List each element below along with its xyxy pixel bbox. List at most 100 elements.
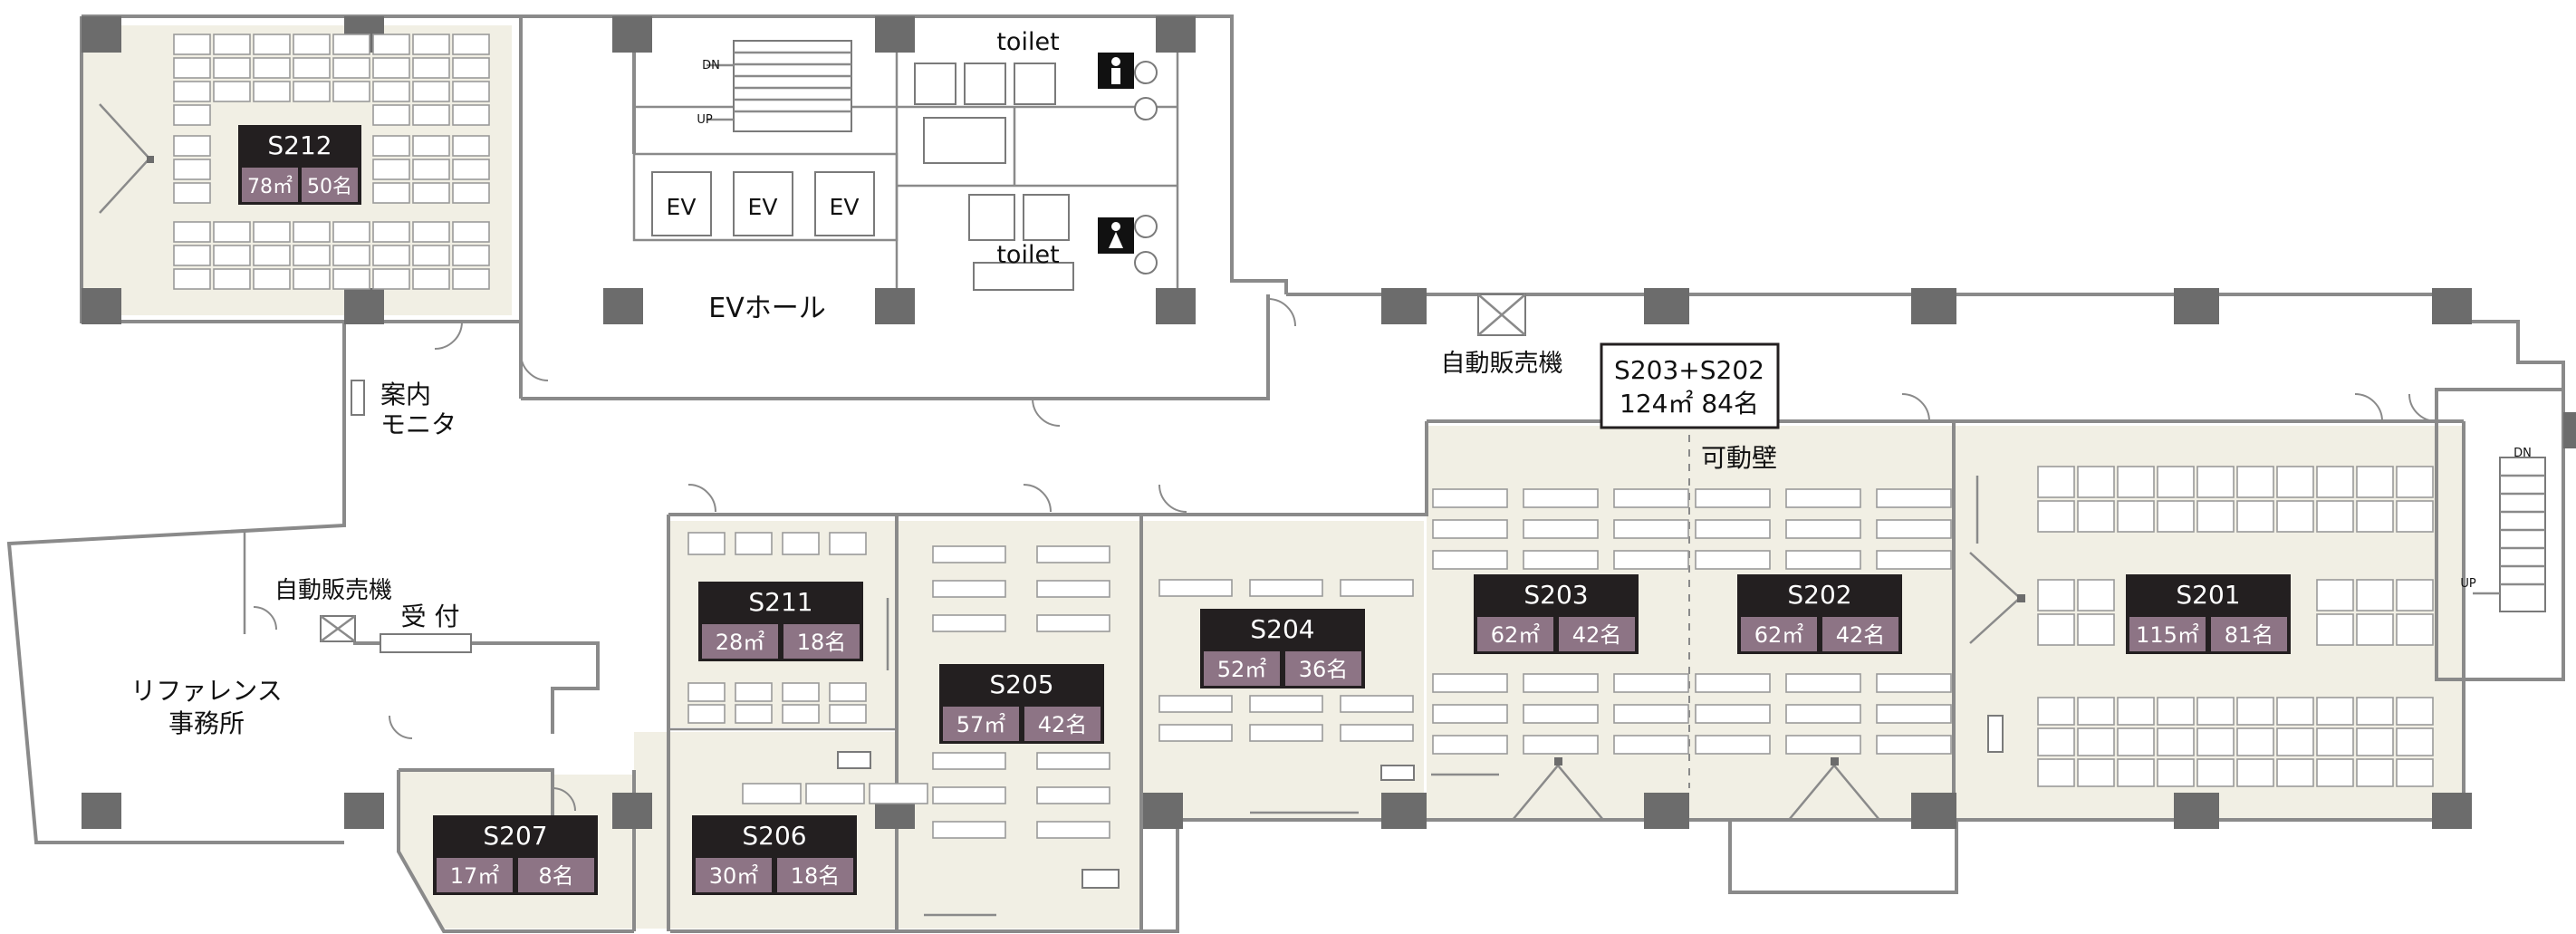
room-badge-s205[interactable]: S205 57㎡ 42名	[939, 664, 1104, 744]
desk	[253, 34, 291, 55]
room-badge-s207[interactable]: S207 17㎡ 8名	[433, 815, 598, 895]
desk	[2037, 466, 2075, 498]
desk	[213, 221, 251, 243]
desk	[1876, 735, 1952, 755]
column	[1156, 288, 1196, 324]
desk	[2117, 697, 2155, 726]
desk	[452, 159, 490, 180]
desk-layout	[173, 34, 2434, 839]
monitor-label-1: 案内	[380, 380, 431, 409]
projector-icon	[2017, 594, 2025, 602]
desk	[687, 704, 726, 724]
column	[612, 16, 652, 53]
desk	[1785, 550, 1861, 570]
combined-room-frame	[1600, 342, 1780, 429]
desk	[2276, 758, 2314, 787]
toilet-lower-label: toilet	[996, 241, 1059, 269]
pictogram-head	[1111, 222, 1120, 231]
desk	[1523, 550, 1599, 570]
room-badge-s212[interactable]: S212 78㎡ 50名	[238, 125, 361, 205]
desk	[2117, 500, 2155, 533]
room-capacity: 42名	[1038, 712, 1088, 737]
ev-label-1: EV	[667, 194, 697, 220]
room-badge-s206[interactable]: S206 30㎡ 18名	[692, 815, 857, 895]
desk	[2117, 727, 2155, 756]
desk	[452, 57, 490, 79]
desk	[1432, 488, 1508, 508]
projector-icon	[1831, 757, 1839, 765]
desk	[1249, 724, 1323, 742]
door-swing	[389, 715, 413, 739]
room-name: S211	[748, 587, 812, 617]
stall	[964, 63, 1006, 105]
desk	[2037, 758, 2075, 787]
room-name: S202	[1787, 580, 1851, 610]
vending-mark	[320, 614, 356, 643]
desk	[253, 57, 291, 79]
columns	[82, 16, 2576, 829]
desk	[293, 81, 331, 102]
stair-block	[733, 40, 852, 132]
badge-area-cell	[242, 168, 298, 202]
toilet-upper-label: toilet	[996, 28, 1059, 56]
wall-core-top	[521, 14, 1288, 294]
combined-room-box: S203+S202 124㎡ 84名	[1600, 342, 1780, 429]
badge-capacity-cell	[1822, 617, 1898, 651]
desk	[735, 682, 773, 702]
desk	[2276, 466, 2314, 498]
badge-capacity-cell	[518, 858, 594, 892]
desk	[1432, 519, 1508, 539]
vending-right-label: 自動販売機	[1441, 350, 1563, 378]
elevators	[651, 171, 875, 236]
desk	[782, 532, 820, 555]
desk	[735, 704, 773, 724]
door-swing	[253, 606, 277, 631]
desk	[1785, 673, 1861, 693]
door-swing	[1901, 393, 1930, 422]
desk	[1613, 735, 1689, 755]
room-area: 30㎡	[709, 863, 759, 889]
desk	[1695, 735, 1771, 755]
sink	[1134, 251, 1158, 274]
room-badge-s204[interactable]: S204 52㎡ 36名	[1200, 609, 1365, 688]
guide-monitor-icon	[351, 380, 365, 416]
stair-dn-label: DN	[702, 59, 720, 72]
desk	[372, 135, 410, 157]
desk	[1695, 488, 1771, 508]
stall	[1023, 194, 1070, 241]
room-badge-s211[interactable]: S211 28㎡ 18名	[698, 582, 863, 661]
desk	[1876, 704, 1952, 724]
desk	[932, 580, 1006, 598]
desk	[1613, 704, 1689, 724]
column	[2432, 793, 2472, 829]
desk	[1432, 735, 1508, 755]
badge-area-cell	[2129, 617, 2206, 651]
desk	[1876, 550, 1952, 570]
desk	[213, 81, 251, 102]
vending-left-label: 自動販売機	[274, 577, 392, 604]
desk	[1158, 579, 1233, 597]
wall-s207-left	[397, 770, 634, 933]
room-badge-s201[interactable]: S201 115㎡ 81名	[2126, 574, 2291, 654]
desk	[1340, 724, 1414, 742]
desk	[2316, 579, 2354, 611]
desk	[2077, 579, 2115, 611]
room-badge-s202[interactable]: S202 62㎡ 42名	[1737, 574, 1902, 654]
room-area: 78㎡	[247, 175, 293, 198]
desk	[805, 783, 865, 804]
desk	[372, 245, 410, 266]
door-swing	[1267, 298, 1296, 327]
desk	[2316, 727, 2354, 756]
desk	[2396, 466, 2434, 498]
lectern	[1380, 765, 1415, 781]
desk	[2196, 466, 2235, 498]
room-capacity: 42名	[1572, 622, 1622, 648]
wall-ev-shaft	[632, 152, 899, 242]
desk	[1523, 704, 1599, 724]
column	[1644, 793, 1689, 829]
badge-area-cell	[437, 858, 513, 892]
desk	[2316, 697, 2354, 726]
room-badge-s203[interactable]: S203 62㎡ 42名	[1474, 574, 1639, 654]
lectern	[1987, 715, 2004, 753]
